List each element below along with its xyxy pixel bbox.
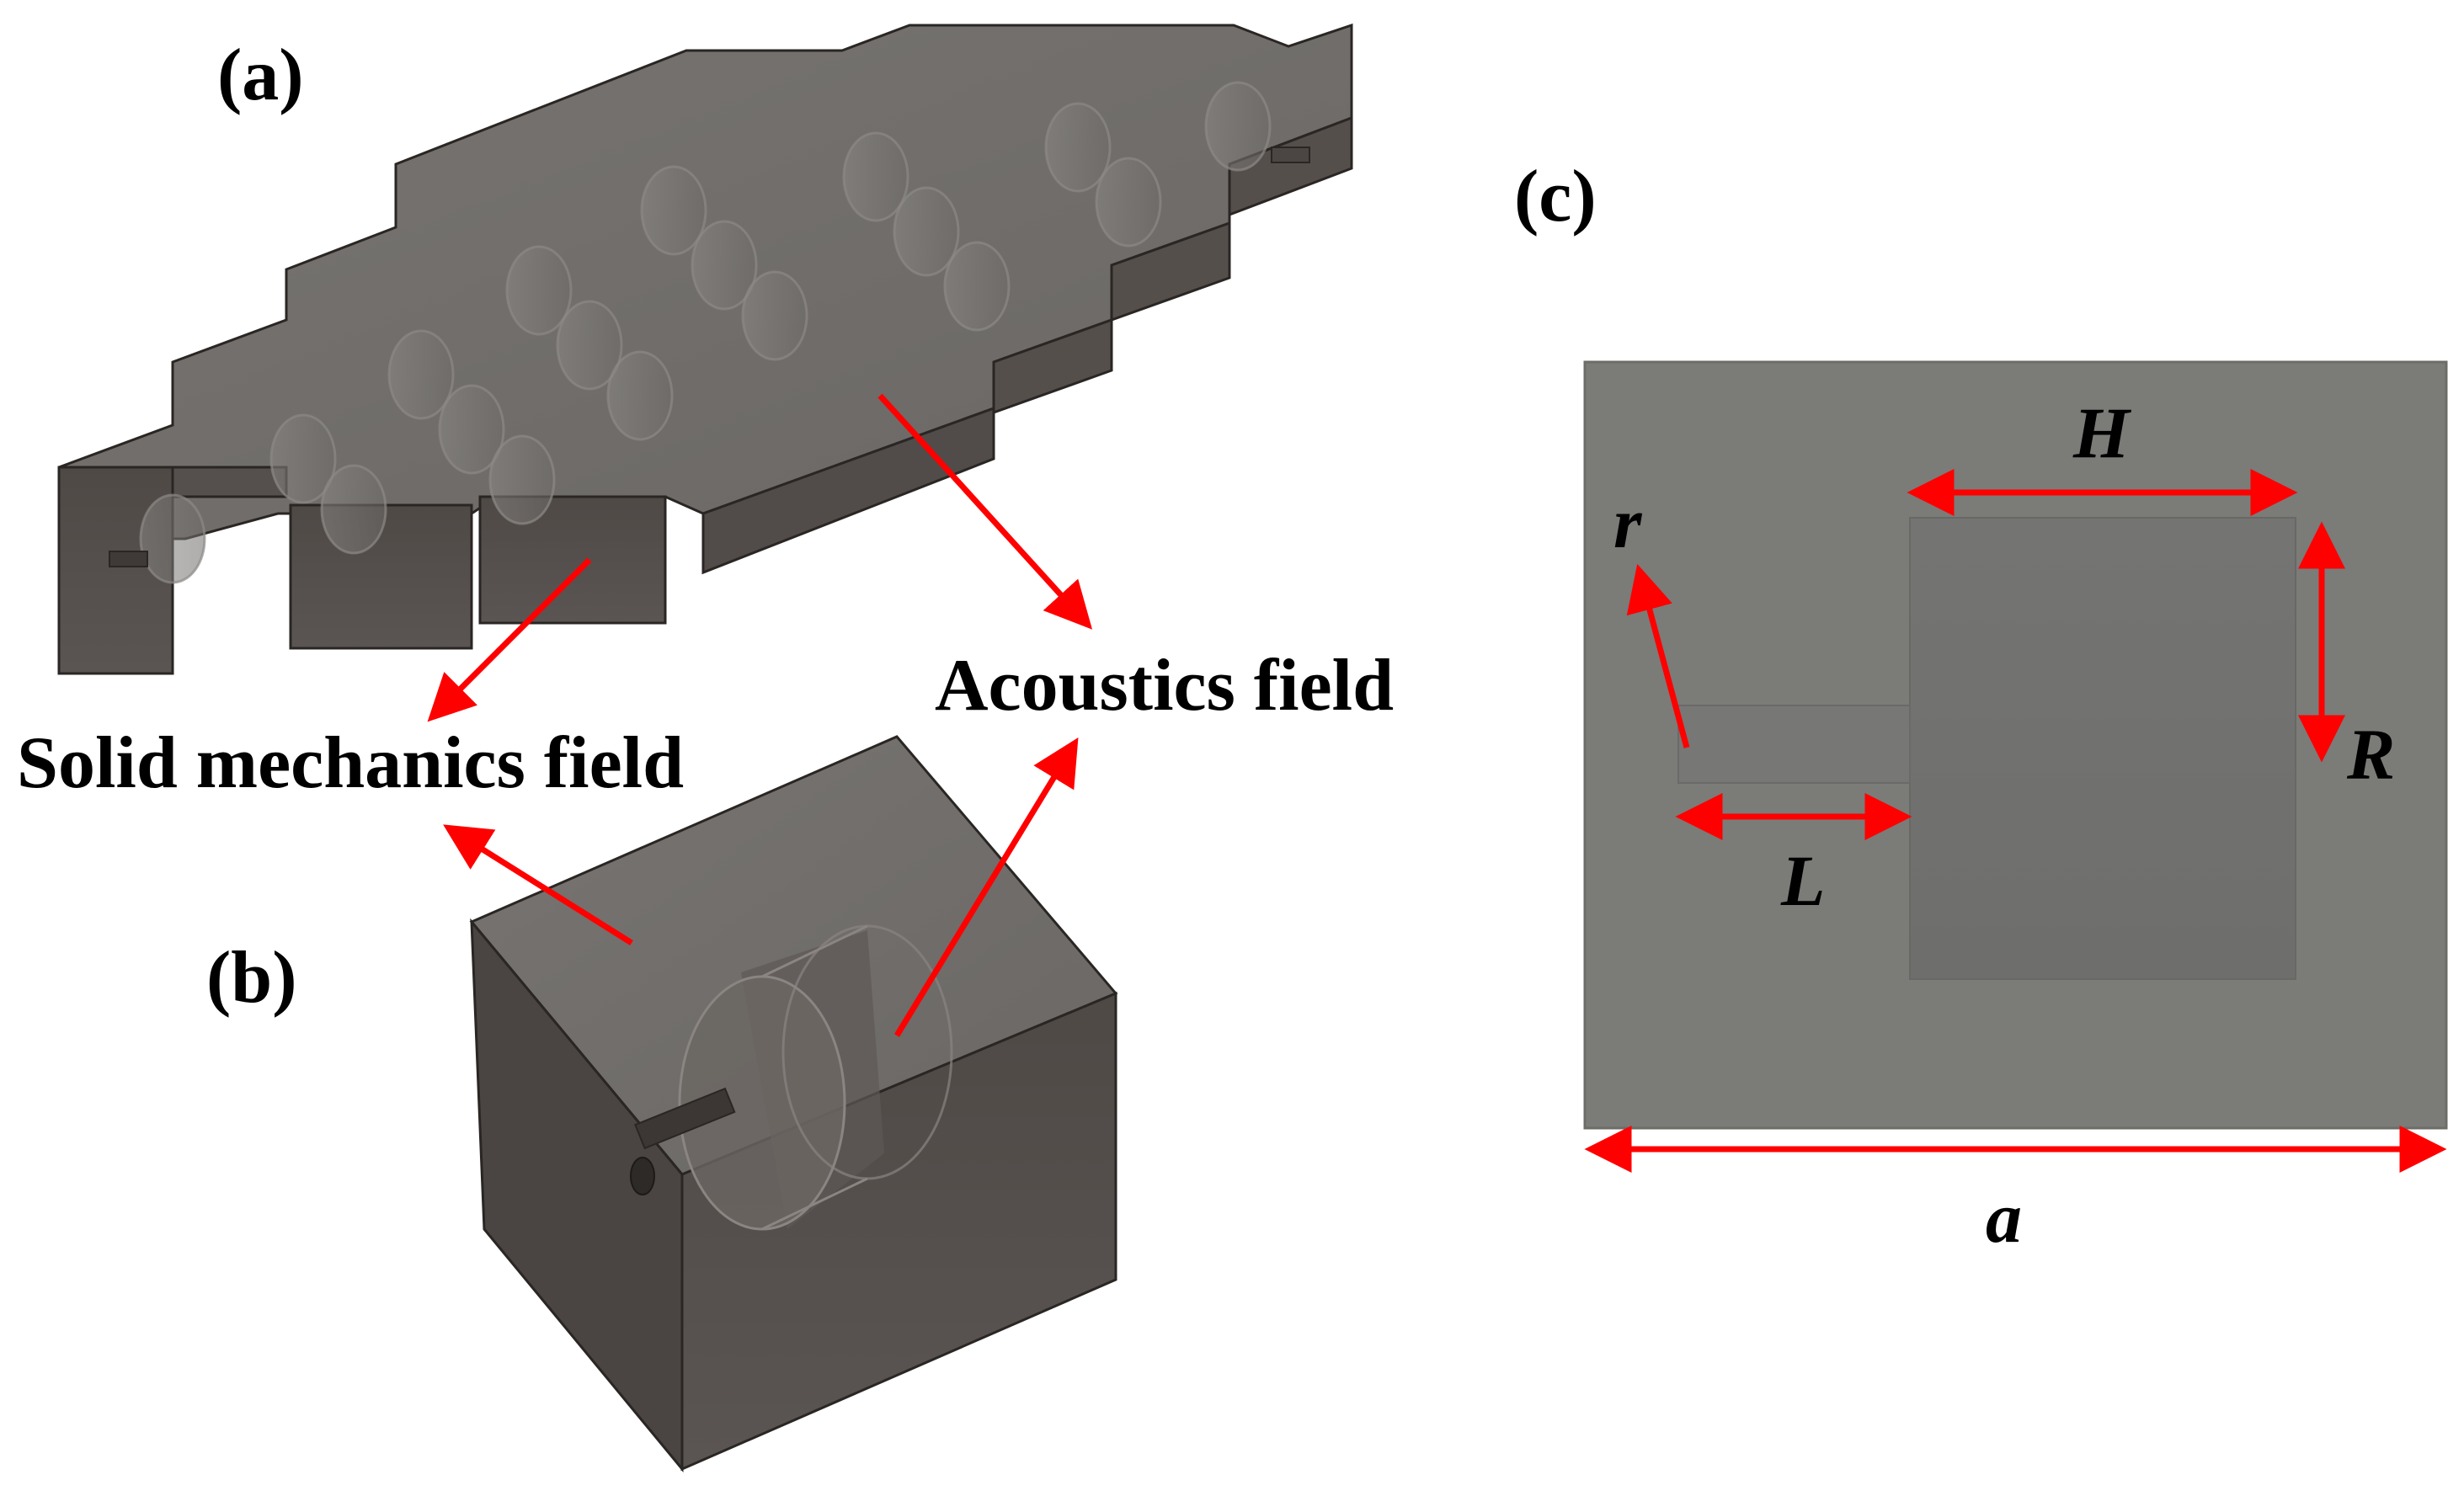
solid-domain-front-face-4 <box>478 495 667 625</box>
dimension-label-a: a <box>1986 1177 2022 1258</box>
panel-b-unit-cell <box>469 735 1118 1473</box>
panel-label-c: (c) <box>1514 156 1597 237</box>
dimension-label-H: H <box>2072 392 2132 473</box>
resonator-array <box>139 81 1272 584</box>
resonator-neck <box>109 551 148 567</box>
resonator-neck <box>1271 146 1310 163</box>
solid-domain-front-face-8 <box>1228 115 1353 217</box>
solid-domain-front-face-6 <box>992 317 1113 415</box>
resonator-cavity <box>1909 517 2296 980</box>
panel-label-b: (b) <box>206 937 297 1019</box>
unit-cell-front-face <box>680 991 1117 1472</box>
solid-domain-front-face-7 <box>1110 221 1231 322</box>
solid-domain-front-face-2 <box>171 466 288 498</box>
panel-c-cross-section <box>1583 360 2448 1130</box>
solid-domain-front-face-5 <box>701 406 995 575</box>
dimension-arrow-r <box>1626 563 1690 748</box>
arrow-to-acoustics-label-from-a <box>877 393 1093 630</box>
arrow-to-solid-label-from-a <box>427 557 592 722</box>
arrow-to-acoustics-label-from-b <box>894 737 1079 1037</box>
resonator-neck <box>630 1087 736 1195</box>
resonator-neck <box>1677 705 1911 784</box>
panel-label-a: (a) <box>217 35 304 116</box>
acoustics-field-label: Acoustics field <box>935 645 1394 727</box>
dimension-label-r: r <box>1613 482 1643 563</box>
resonator-cylinder <box>678 924 953 1231</box>
solid-mechanics-field-label: Solid mechanics field <box>17 722 684 804</box>
dimension-arrows <box>1584 469 2447 1173</box>
arrow-to-solid-label-from-b <box>443 824 633 945</box>
annotation-arrows <box>427 393 1093 1037</box>
panel-a-structure <box>57 23 1353 675</box>
dimension-label-R: R <box>2346 714 2395 795</box>
dimension-label-L: L <box>1780 840 1826 921</box>
